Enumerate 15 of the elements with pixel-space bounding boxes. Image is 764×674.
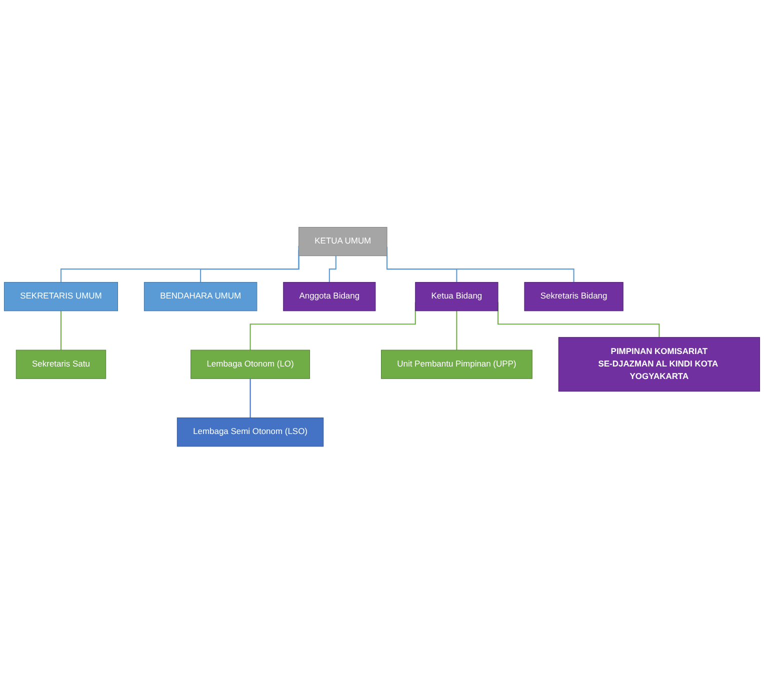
node-box: Lembaga Otonom (LO) — [190, 350, 310, 380]
connector — [328, 256, 336, 283]
node-box: Sekretaris Bidang — [524, 282, 624, 312]
node-box: BENDAHARA UMUM — [144, 282, 258, 312]
connector — [60, 311, 62, 351]
connector — [250, 378, 251, 419]
node-box: SEKRETARIS UMUM — [4, 282, 118, 312]
node-box: Lembaga Semi Otonom (LSO) — [176, 418, 324, 447]
node-box: Anggota Bidang — [283, 282, 376, 312]
node-box: KETUA UMUM — [298, 227, 388, 256]
connector — [456, 311, 458, 351]
node-box: PIMPINAN KOMISARIAT SE-DJAZMAN AL KINDI KOTA YOGYAKARTA — [558, 337, 760, 392]
node-box: Ketua Bidang — [415, 282, 498, 312]
node-box: Sekretaris Satu — [16, 350, 106, 380]
node-box: Unit Pembantu Pimpinan (UPP) — [381, 350, 532, 380]
